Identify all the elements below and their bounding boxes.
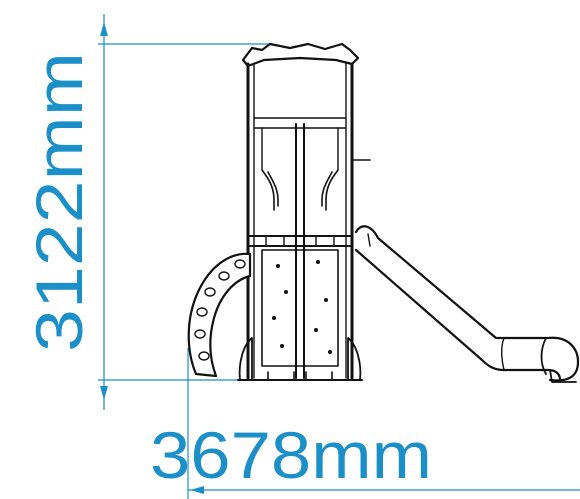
handrail-right — [325, 169, 339, 211]
width-arrow-left — [190, 486, 204, 494]
climbing-wall-panel — [261, 249, 339, 367]
handrail-right-inner — [321, 171, 333, 207]
tower-roof — [241, 42, 360, 68]
climbing-hold — [324, 298, 328, 302]
rock-hold — [196, 307, 208, 317]
climbing-hold — [272, 316, 276, 320]
width-dimension-label: 3678mm — [150, 418, 432, 492]
climbing-hold — [276, 264, 280, 268]
width-dimension: 3678mm — [150, 348, 580, 499]
handrail-left-inner — [267, 171, 279, 207]
rock-climbing-wall — [187, 252, 252, 378]
rock-hold — [234, 259, 246, 269]
climbing-holds — [272, 260, 332, 354]
rock-wall-holds — [194, 259, 246, 361]
height-dimension-label: 3122mm — [22, 52, 96, 352]
tower — [237, 42, 371, 381]
tube-slide — [354, 225, 580, 383]
rock-hold — [198, 351, 210, 361]
climbing-hold — [316, 260, 320, 264]
height-dimension: 3122mm — [22, 14, 272, 410]
height-arrow-bottom — [100, 386, 108, 400]
slide-lower-edge — [354, 248, 562, 382]
tower-panel-frame — [261, 127, 339, 171]
height-arrow-top — [100, 22, 108, 36]
climbing-hold — [314, 328, 318, 332]
climbing-hold — [284, 290, 288, 294]
rock-wall-outline — [187, 252, 252, 378]
base-pegs — [267, 371, 333, 381]
base-foot-right — [347, 337, 362, 381]
slide-exit — [540, 337, 577, 383]
rock-hold — [218, 271, 230, 281]
handrail-left — [261, 169, 275, 211]
deck-joists — [265, 235, 335, 247]
rock-hold — [194, 329, 206, 339]
rock-hold — [204, 287, 216, 297]
climbing-hold — [280, 344, 284, 348]
slide-upper-edge — [354, 225, 580, 382]
base-foot-left — [238, 337, 253, 381]
climbing-hold — [328, 350, 332, 354]
slide-segment-joints — [367, 233, 505, 371]
